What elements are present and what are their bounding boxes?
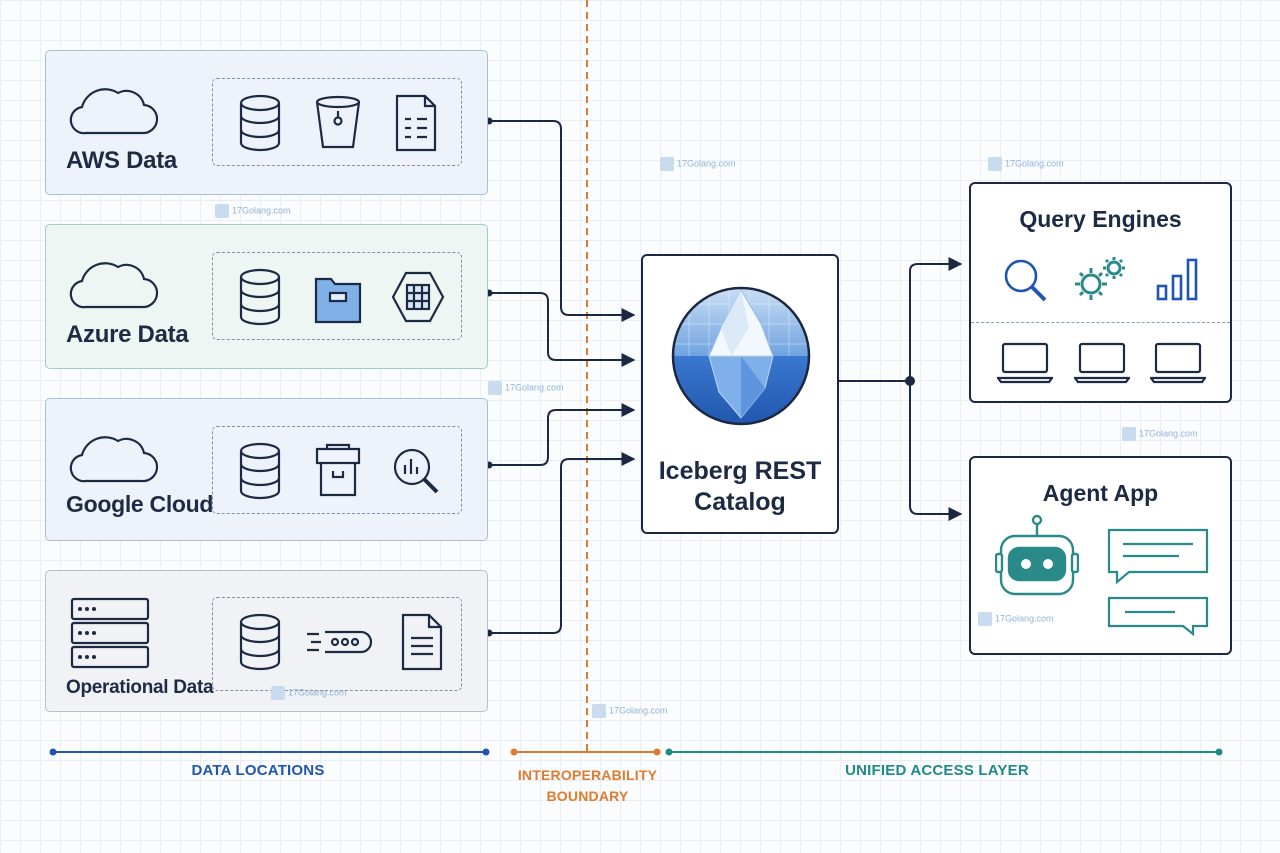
laptop-icon <box>1150 342 1206 384</box>
cloud-icon <box>69 262 158 309</box>
source-assets-box <box>212 426 462 514</box>
gears-icon <box>1075 257 1125 300</box>
laptop-icon <box>997 342 1053 384</box>
chat-bubble-icon <box>1107 528 1209 585</box>
source-label: Azure Data <box>66 321 189 348</box>
iceberg-rest-catalog: Iceberg REST Catalog <box>641 254 839 534</box>
watermark: 17Golang.com <box>215 204 291 218</box>
catalog-label-line1: Iceberg REST <box>658 457 822 485</box>
iceberg-icon <box>671 286 811 426</box>
query-engines: Query Engines <box>969 182 1232 403</box>
query-connector <box>909 257 963 381</box>
query-engines-title: Query Engines <box>1019 206 1182 232</box>
query-engines-divider <box>971 322 1230 323</box>
source-label: Google Cloud <box>66 491 214 517</box>
robot-icon <box>995 514 1079 596</box>
source-assets-box <box>212 78 462 166</box>
legend-lines <box>49 748 1223 756</box>
spreadsheet-file-icon <box>395 94 437 152</box>
legend-data-locations: DATA LOCATIONS <box>191 762 325 779</box>
legend-interoperability-boundary: INTEROPERABILITY BOUNDARY <box>500 765 675 807</box>
source-assets-box <box>212 597 462 691</box>
server-rack-icon <box>70 597 150 669</box>
analytics-search-icon <box>393 448 439 494</box>
stream-pipe-icon <box>307 630 373 654</box>
catalog-label-line2: Catalog <box>694 488 786 516</box>
cylinder-database-icon <box>239 613 281 671</box>
legend-unified-access-layer: UNIFIED ACCESS LAYER <box>845 762 1029 779</box>
watermark: 17Golang.com <box>271 686 347 700</box>
laptop-icon <box>1074 342 1130 384</box>
ops-connector <box>489 452 636 634</box>
source-aws: AWS Data <box>45 50 488 195</box>
cylinder-database-icon <box>239 442 281 500</box>
azure-connector <box>489 292 636 367</box>
hexagon-grid-icon <box>391 271 445 323</box>
chat-bubble-icon <box>1107 596 1209 637</box>
legend-boundary-line2: BOUNDARY <box>546 788 629 804</box>
source-label: AWS Data <box>66 147 177 174</box>
watermark: 17Golang.com <box>660 157 736 171</box>
agent-connector <box>909 381 963 521</box>
watermark: 17Golang.com <box>988 157 1064 171</box>
agent-app-title: Agent App <box>1042 480 1159 506</box>
aws-connector <box>489 120 636 322</box>
cylinder-database-icon <box>239 94 281 152</box>
source-operational: Operational Data <box>45 570 488 712</box>
agent-app: Agent App <box>969 456 1232 655</box>
folder-icon <box>314 277 362 324</box>
search-icon <box>1004 259 1047 302</box>
cylinder-database-icon <box>239 268 281 326</box>
cloud-icon <box>69 436 158 483</box>
watermark: 17Golang.com <box>488 381 564 395</box>
storage-box-icon <box>315 443 361 497</box>
source-google-cloud: Google Cloud <box>45 398 488 541</box>
source-azure: Azure Data <box>45 224 488 369</box>
source-label: Operational Data <box>66 677 214 698</box>
document-icon <box>401 613 443 671</box>
catalog-label: Iceberg REST Catalog <box>643 456 837 518</box>
legend-boundary-line1: INTEROPERABILITY <box>517 767 658 783</box>
bucket-icon <box>315 95 361 149</box>
source-assets-box <box>212 252 462 340</box>
cloud-icon <box>69 88 158 135</box>
watermark: 17Golang.com <box>978 612 1054 626</box>
watermark: 17Golang.com <box>592 704 668 718</box>
gcp-connector <box>489 403 636 466</box>
bar-chart-icon <box>1156 258 1198 301</box>
watermark: 17Golang.com <box>1122 427 1198 441</box>
